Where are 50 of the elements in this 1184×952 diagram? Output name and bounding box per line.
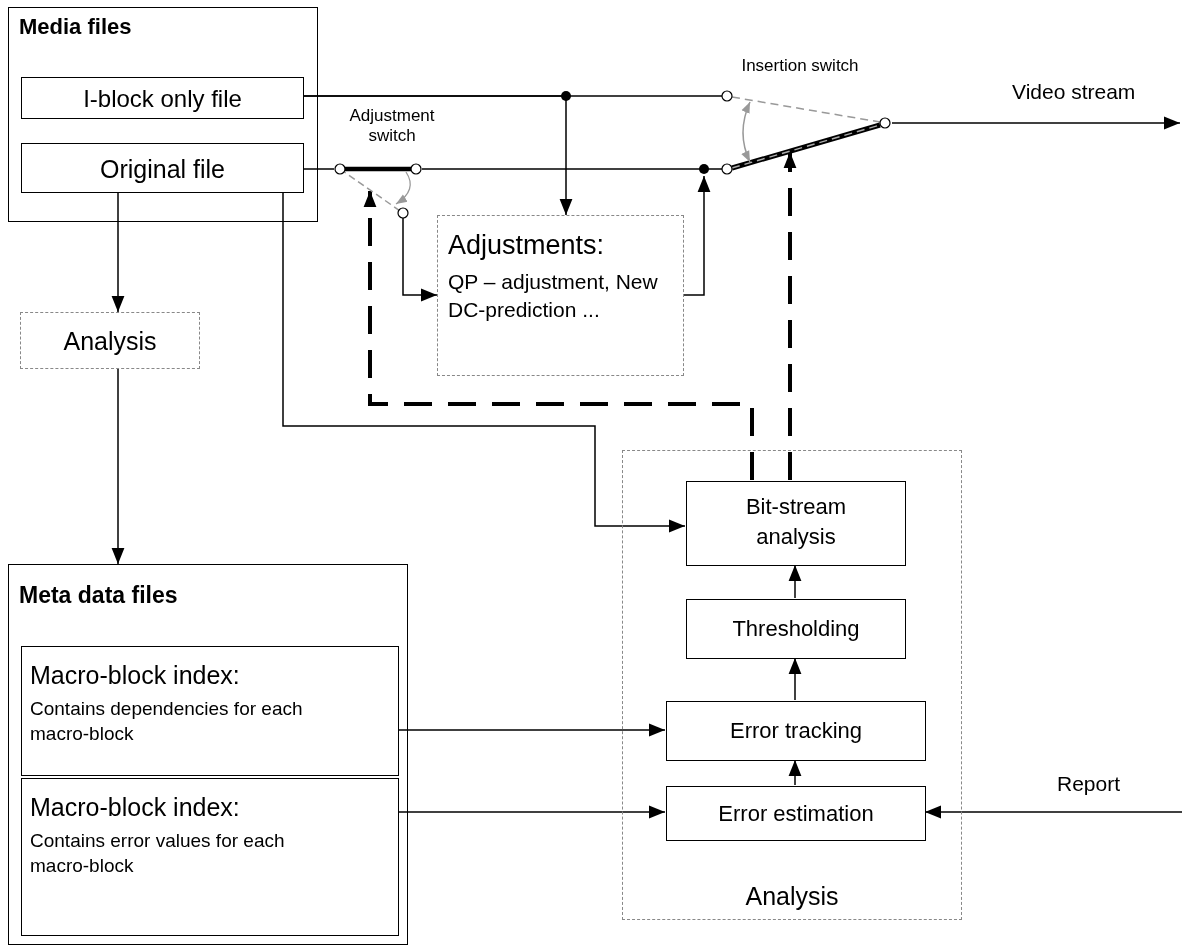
insertion-switch-symbol (698, 88, 892, 176)
arrow (683, 175, 711, 296)
process-box (686, 481, 906, 566)
arrow (302, 95, 573, 216)
arrow (788, 564, 802, 599)
box-heading: Adjustments: (448, 230, 605, 262)
arrow (111, 368, 125, 565)
box-heading: Macro-block index: (30, 661, 240, 690)
process-box (666, 701, 926, 761)
dashed-arrow (783, 152, 797, 480)
group-heading: Analysis (744, 882, 840, 911)
group-box (8, 564, 408, 945)
box-text: Contains error values for each macro-block (30, 829, 286, 878)
process-box (21, 77, 304, 119)
arrow (788, 759, 802, 786)
box-label: I-block only file (82, 85, 243, 113)
box-text: Contains dependencies for each macro-block (30, 697, 304, 746)
arrow (282, 191, 686, 533)
arrow (788, 657, 802, 701)
box-label: Thresholding (731, 616, 861, 642)
group-heading: Meta data files (19, 582, 178, 609)
box-heading: Macro-block index: (30, 793, 240, 822)
box-label: Bit-stream analysis (744, 493, 848, 551)
box-label: Error estimation (717, 801, 875, 827)
arrow (397, 723, 666, 737)
process-box (21, 143, 304, 193)
box-text: QP – adjustment, New DC-prediction ... (448, 269, 659, 324)
arrow (402, 219, 438, 302)
group-heading: Media files (19, 14, 132, 40)
adjustment-switch-symbol (334, 162, 422, 220)
arrow (397, 805, 666, 819)
box-label: Analysis (62, 327, 158, 356)
process-box (666, 786, 926, 841)
group-box (622, 450, 962, 920)
process-box (20, 312, 200, 369)
box-label: Error tracking (728, 718, 863, 744)
switch-label: Insertion switch (740, 56, 860, 77)
dashed-arrow (363, 191, 754, 480)
connector-line (302, 168, 335, 170)
data-box (21, 646, 399, 776)
process-box (686, 599, 906, 659)
arrow (111, 191, 125, 313)
arrow (924, 805, 1183, 819)
group-box (8, 7, 318, 222)
process-box (437, 215, 684, 376)
connector-line (421, 168, 699, 170)
arrow (891, 116, 1181, 130)
switch-label: Adjustment switch (348, 106, 436, 147)
box-label: Original file (98, 155, 227, 184)
data-box (21, 778, 399, 936)
